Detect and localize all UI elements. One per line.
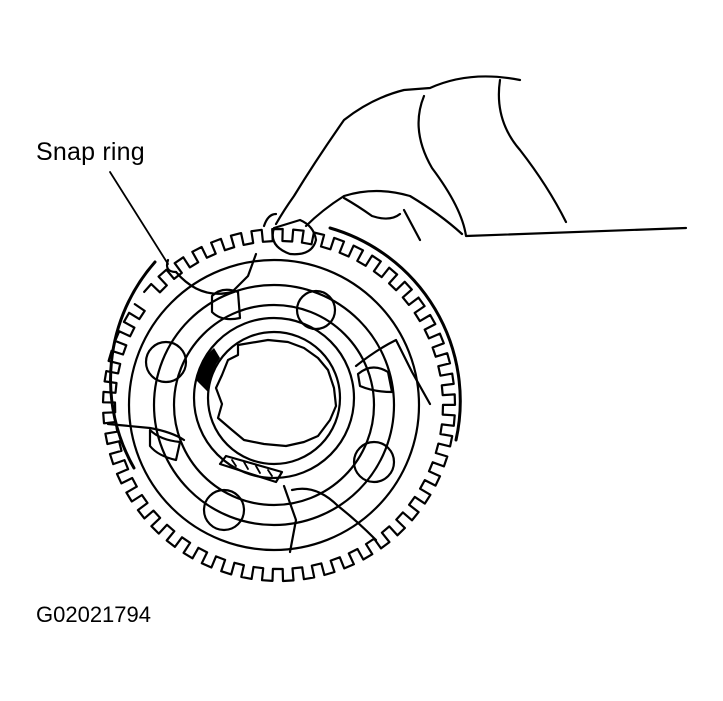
hub-slot (218, 454, 284, 484)
snap-ring (109, 226, 462, 470)
snap-ring-label: Snap ring (36, 138, 145, 166)
lug-bottom (282, 484, 298, 554)
hole-right (352, 440, 396, 484)
snap-ring-leader (109, 171, 169, 265)
hub-shadow (196, 348, 220, 392)
wrist (417, 78, 688, 238)
hub-notches (231, 459, 273, 477)
lug-top-left (174, 252, 258, 295)
spline-bore (214, 338, 338, 448)
finger-detail (342, 196, 422, 242)
hole-left (144, 340, 188, 384)
lug-right-pocket (356, 366, 394, 394)
lug-left-pocket (148, 428, 182, 462)
lug-bottom-right (290, 487, 378, 542)
gear-teeth-rim (101, 227, 457, 583)
hub-ring (192, 316, 356, 480)
gear-body-outer (127, 258, 421, 552)
hole-top (295, 289, 337, 331)
hand (274, 75, 522, 236)
lug-top-left-pocket (210, 288, 242, 321)
lug-right (354, 338, 432, 406)
hole-bottom (202, 488, 246, 532)
finger (271, 218, 318, 256)
figure-id: G02021794 (36, 602, 151, 627)
lug-left (106, 422, 186, 442)
gear-body-inner (172, 303, 376, 507)
hub-ring-inner (206, 330, 342, 466)
gear-body-mid (152, 283, 396, 527)
